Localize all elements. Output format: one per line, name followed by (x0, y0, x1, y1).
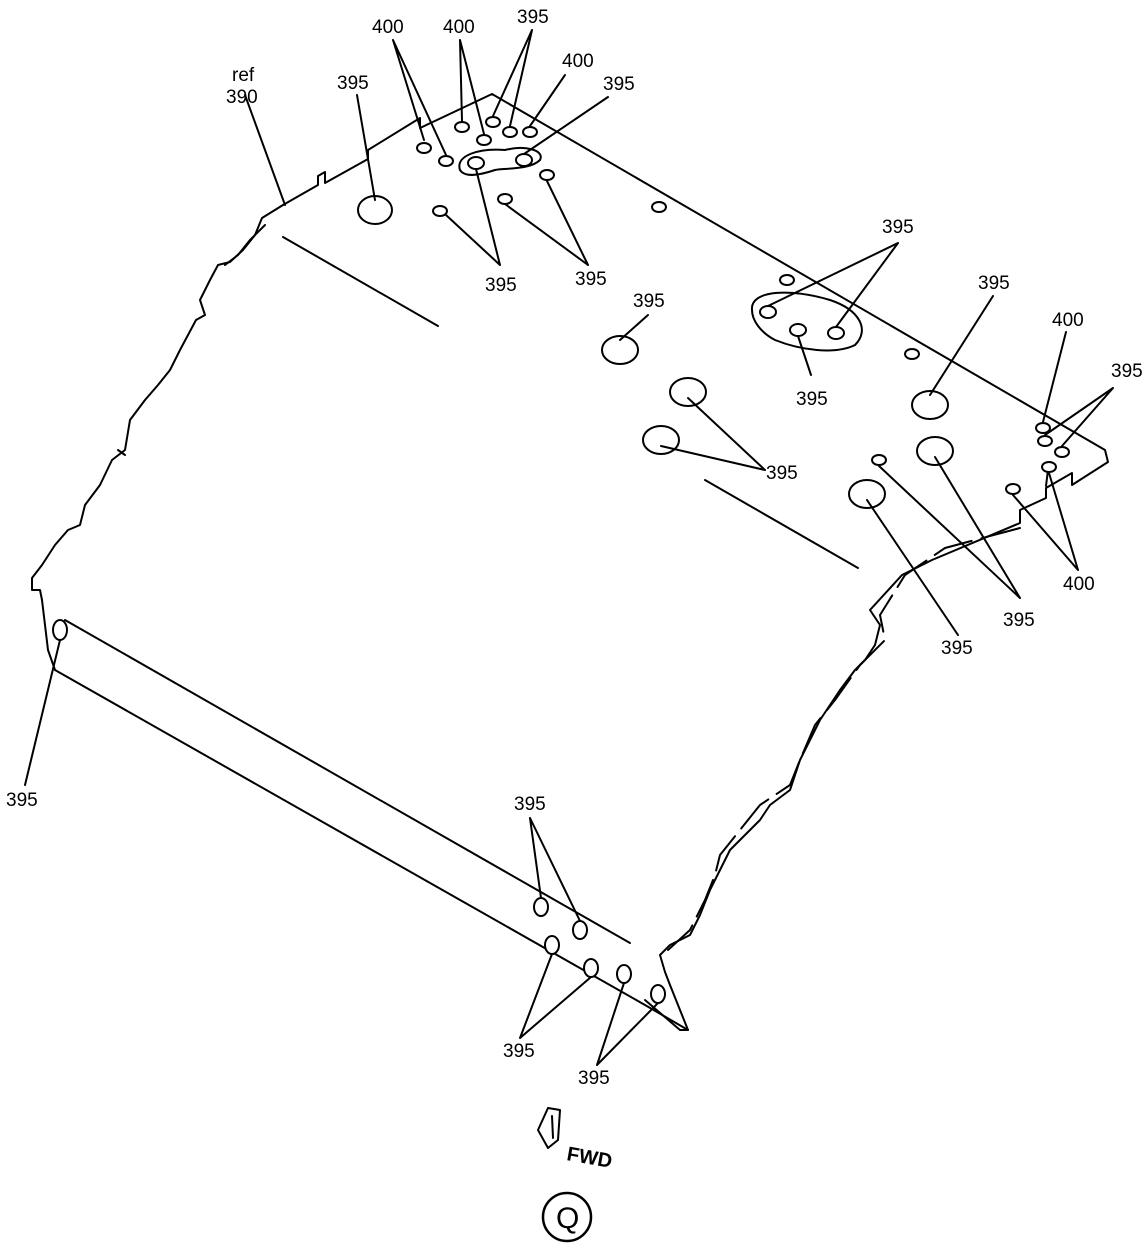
forward-arrow-icon (537, 1107, 561, 1149)
callout-395: 395 (514, 794, 546, 815)
callout-395: 395 (485, 275, 517, 296)
leader-lines (24, 29, 1114, 1066)
callout-395: 395 (633, 291, 665, 312)
callout-400: 400 (1052, 310, 1084, 331)
callout-395: 395 (766, 463, 798, 484)
ref-label: ref (232, 65, 255, 86)
callout-395: 395 (941, 638, 973, 659)
callout-395: 395 (796, 389, 828, 410)
callout-395: 395 (603, 74, 635, 95)
view-label-circle (541, 1191, 593, 1243)
callout-395: 395 (578, 1068, 610, 1089)
callout-400: 400 (443, 17, 475, 38)
callout-395: 395 (517, 7, 549, 28)
callout-395: 395 (978, 273, 1010, 294)
callout-395: 395 (6, 790, 38, 811)
callout-400: 400 (1063, 574, 1095, 595)
holes (52, 116, 1070, 1004)
ref-number: 390 (226, 87, 258, 108)
callout-395: 395 (575, 269, 607, 290)
callout-395: 395 (1111, 361, 1143, 382)
view-label-group: Q (541, 1191, 593, 1243)
callout-400: 400 (562, 51, 594, 72)
panel-outline (31, 93, 1109, 1031)
forward-label: FWD (565, 1143, 614, 1173)
callout-395: 395 (882, 217, 914, 238)
view-label: Q (556, 1202, 579, 1235)
callout-400: 400 (372, 17, 404, 38)
callout-labels: ref 390 395 400 400 395 400 395 395 395 … (6, 7, 1143, 1089)
callout-395: 395 (337, 73, 369, 94)
forward-direction-indicator: FWD (537, 1107, 614, 1173)
callout-395: 395 (1003, 610, 1035, 631)
callout-395: 395 (503, 1041, 535, 1062)
